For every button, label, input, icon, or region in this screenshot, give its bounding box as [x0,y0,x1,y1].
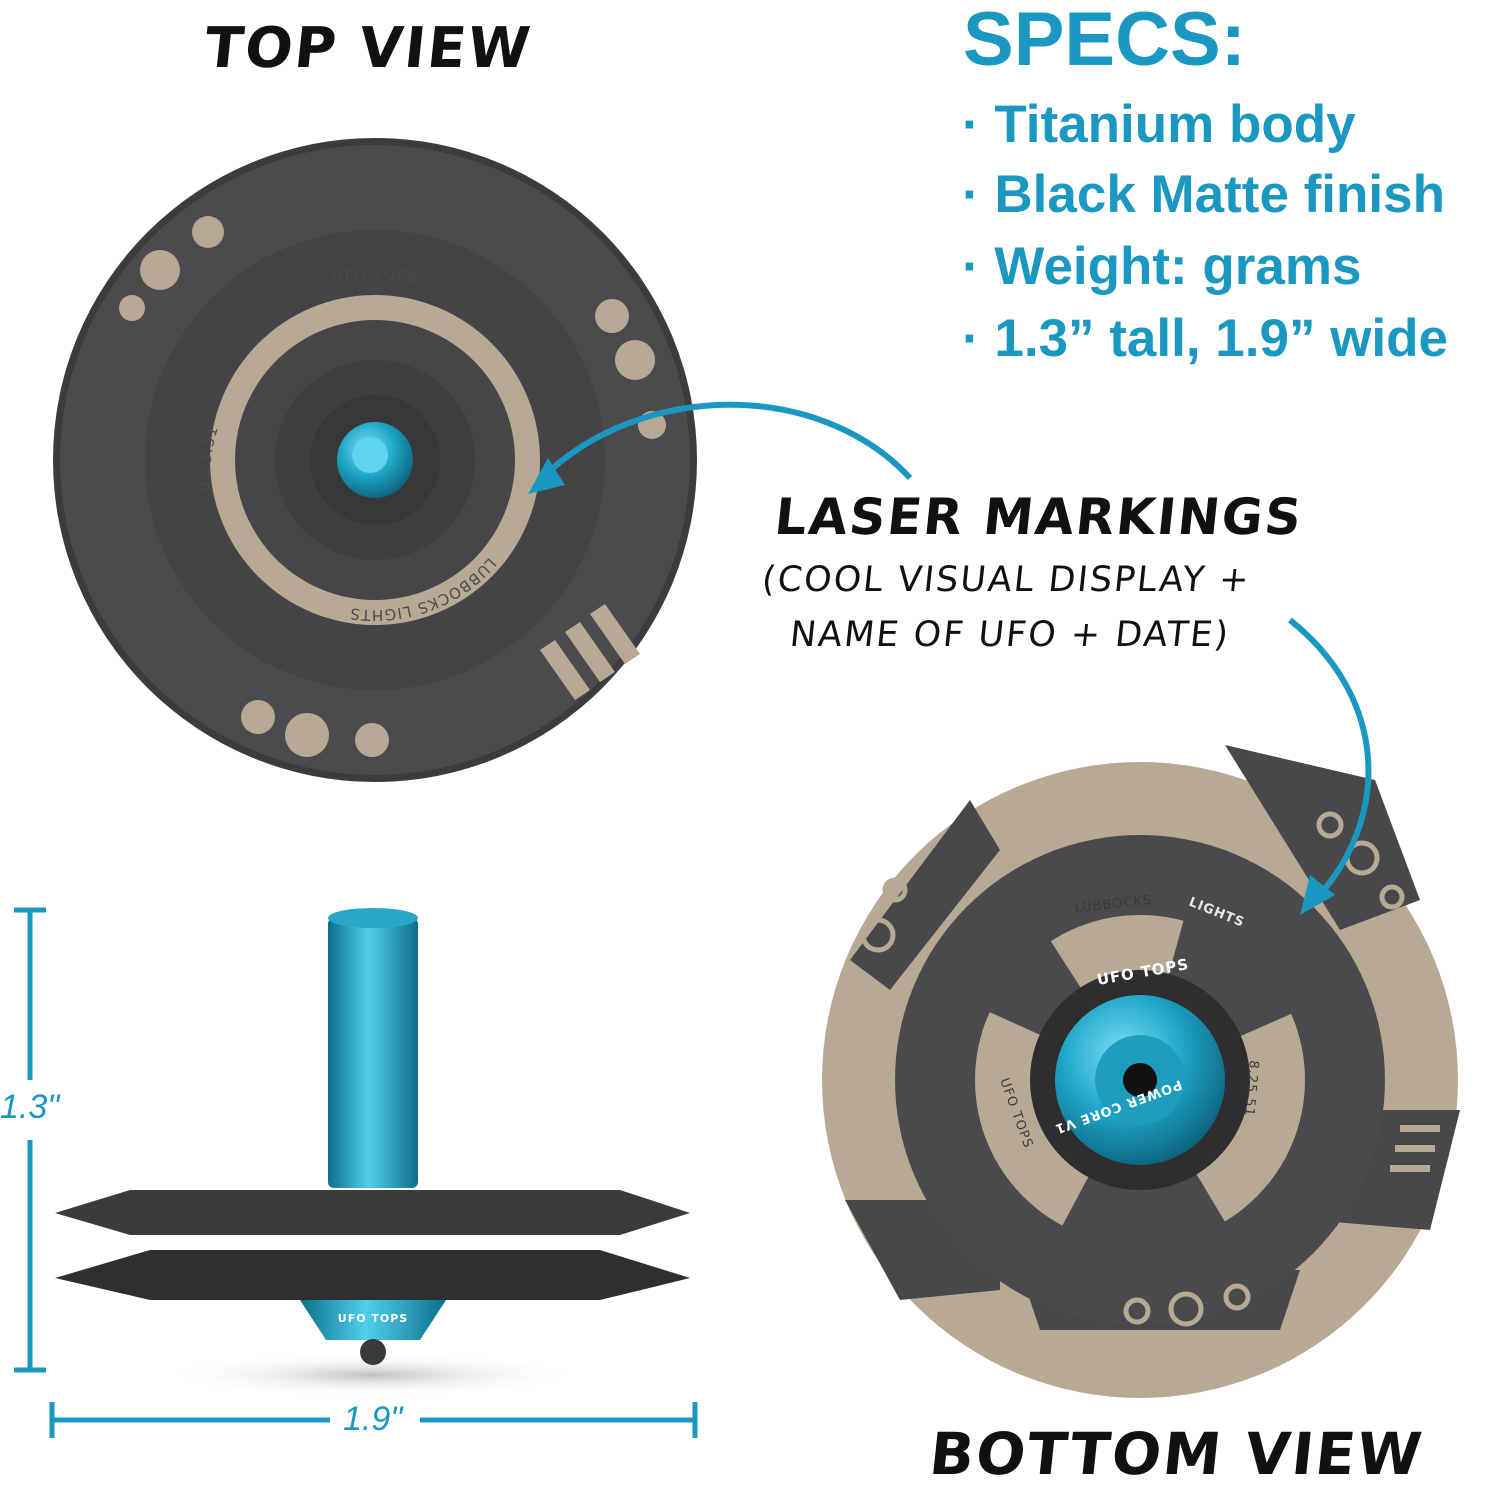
laser-markings-line2: NAME OF UFO + DATE) [787,615,1233,655]
laser-markings-line1: (COOL VISUAL DISPLAY + [759,560,1253,600]
specs-title: SPECS: [963,0,1246,82]
svg-text:UFO TOPS: UFO TOPS [330,264,419,287]
arrow-head-icon [528,458,565,494]
spec-item: · Weight: grams [962,237,1362,296]
arrow-head-icon [1300,875,1335,915]
spec-item: · 1.3” tall, 1.9” wide [962,309,1449,368]
engraving-brand: UFO TOPS [330,264,418,287]
dimension-lines [14,907,698,1438]
laser-markings-title: LASER MARKINGS [771,488,1306,546]
bottom-view-disc: LUBBOCKS LIGHTS UFO TOPS POWER CORE V1 8… [822,745,1460,1398]
top-view-disc: UFO TOPS LUBBOCKS LIGHTS 8.25.51 [53,138,697,782]
spec-item: · Titanium body [962,95,1356,154]
engraving-side-brand: UFO TOPS [338,1312,408,1325]
bottom-view-label: BOTTOM VIEW [926,1420,1427,1486]
side-view-top: UFO TOPS [55,908,690,1397]
top-view-label: TOP VIEW [201,16,535,81]
height-dimension-label: 1.3" [0,1088,60,1126]
engraving-bottom-date: 8.25.51 [1241,1060,1261,1118]
spec-item: · Black Matte finish [962,165,1445,224]
callout-arrows [537,401,1372,903]
width-dimension-label: 1.9" [343,1400,403,1438]
